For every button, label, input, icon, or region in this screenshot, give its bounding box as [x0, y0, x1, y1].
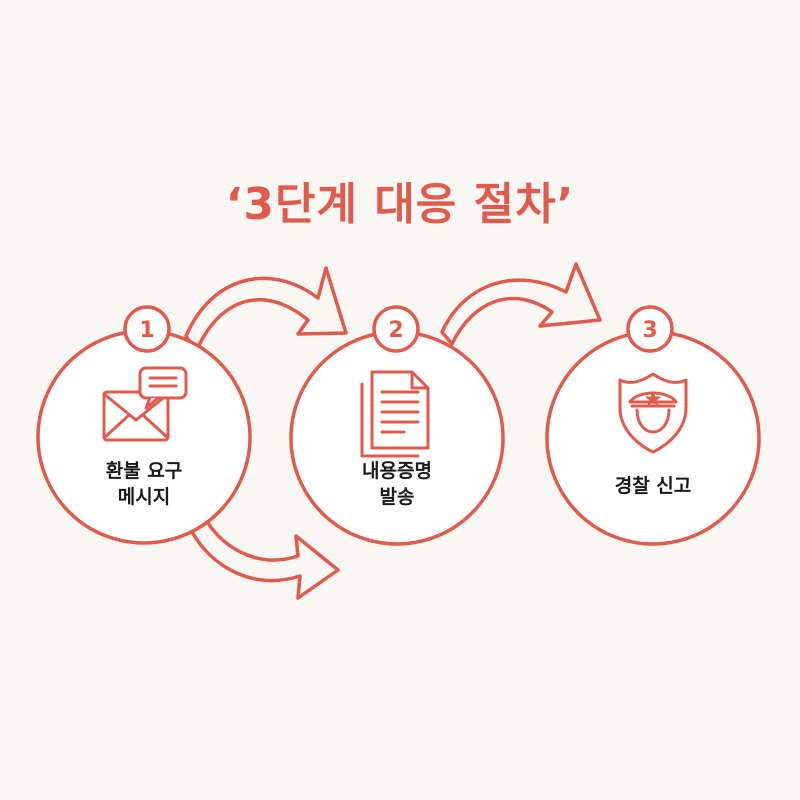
- step-2-number: 2: [388, 318, 403, 343]
- envelope-chat-icon: [102, 366, 188, 442]
- step-3-label: 경찰 신고: [614, 475, 692, 497]
- step-3-number: 3: [642, 318, 657, 343]
- step-3-badge: [626, 305, 674, 353]
- document-icon: [360, 370, 430, 458]
- step-2-label: 내용증명 발송: [362, 460, 432, 508]
- step-2-badge: [372, 305, 420, 353]
- step-1-number: 1: [139, 318, 154, 343]
- step-1-badge: [123, 305, 171, 353]
- police-badge-icon: [618, 372, 688, 454]
- diagram-title: ‘3단계 대응 절차’: [225, 179, 575, 230]
- arrow-step1-to-step2-bottom: [190, 518, 340, 600]
- step-1-label: 환불 요구 메시지: [105, 460, 183, 508]
- arrow-step2-to-step3-top: [440, 262, 602, 346]
- arrow-step1-to-step2-top: [184, 266, 348, 354]
